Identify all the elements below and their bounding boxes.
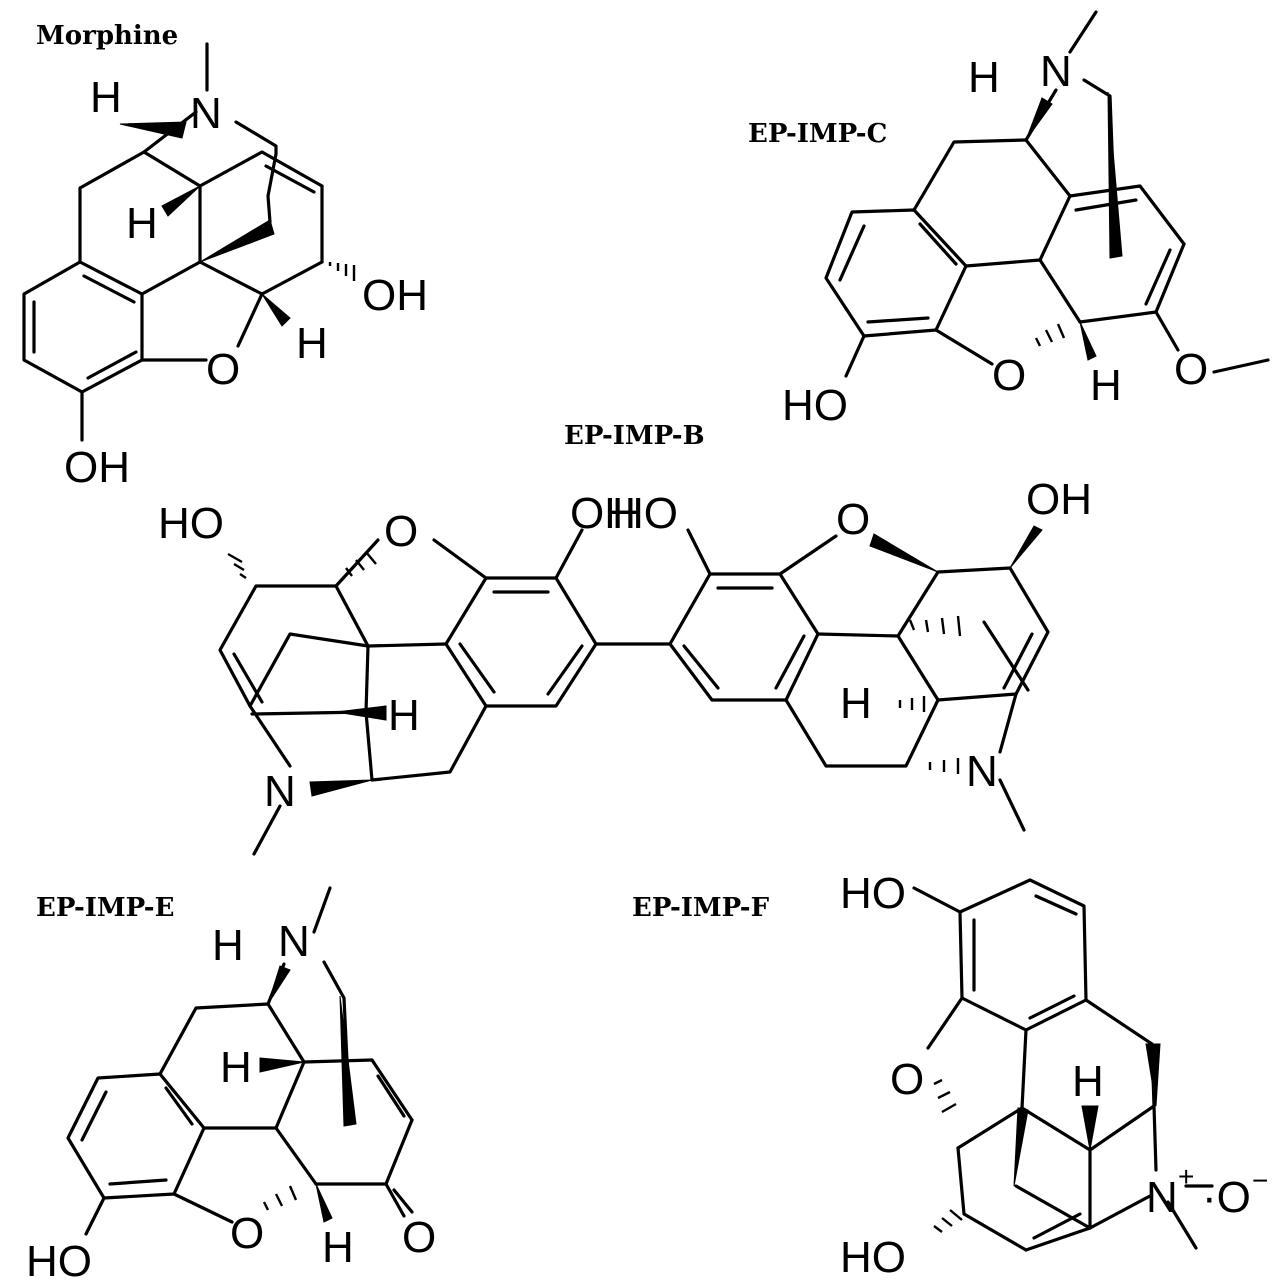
hashed-bond (262, 1185, 298, 1211)
wedge-bond (869, 533, 939, 573)
wedge-bond (1009, 525, 1043, 569)
atom-ho: HO (840, 1233, 906, 1280)
atom-h: H (388, 691, 420, 740)
molecule-title: EP-IMP-F (632, 893, 770, 923)
atom-o-minus: ·O (1202, 1173, 1251, 1222)
hashed-bond (227, 551, 962, 774)
wedge-bond (309, 779, 373, 797)
atom-h: H (1072, 1057, 1104, 1106)
atom-n: N (1040, 47, 1072, 96)
plus-charge: + (1178, 1161, 1194, 1192)
wedge-bond (199, 219, 275, 263)
atom-n: N (190, 89, 222, 138)
atom-o: O (402, 1213, 436, 1262)
hashed-bond (1034, 323, 1066, 347)
atom-n-plus: N (1146, 1173, 1178, 1222)
wedge-bond (259, 1057, 305, 1073)
wedge-bond (335, 705, 387, 721)
atom-ho: HO (158, 499, 224, 548)
molecule-title: EP-IMP-C (748, 119, 887, 149)
atom-h: H (90, 73, 122, 122)
atom-h: H (296, 319, 328, 368)
wedge-bond (339, 995, 357, 1127)
molecule-ep-imp-c: EP-IMP-C (748, 10, 1270, 430)
atom-o: O (992, 351, 1026, 400)
molecule-title: Morphine (36, 21, 178, 51)
wedge-bond (1025, 97, 1053, 141)
atom-ho: HO (840, 869, 906, 918)
wedge-bond (1013, 1107, 1029, 1187)
wedge-bond (161, 185, 201, 217)
atom-h: H (212, 921, 244, 970)
molecule-ep-imp-e: EP-IMP-E (26, 886, 436, 1280)
wedge-bond (1145, 1043, 1161, 1107)
wedge-bond (315, 1183, 333, 1223)
atom-n: N (966, 747, 998, 796)
atom-h: H (126, 199, 158, 248)
bond-skeleton (912, 878, 1214, 1252)
wedge-bond (261, 293, 291, 327)
atom-o: O (1174, 345, 1208, 394)
bond-skeleton (22, 42, 324, 442)
atom-ho: HO (612, 489, 678, 538)
wedge-bond (1081, 1105, 1099, 1151)
molecule-title: EP-IMP-E (36, 893, 174, 923)
atom-h: H (220, 1043, 252, 1092)
atom-n: N (264, 767, 296, 816)
hashed-bond (328, 262, 356, 281)
wedge-bond (267, 965, 291, 1005)
atom-oh: OH (1026, 475, 1092, 524)
wedge-bond (1107, 91, 1123, 259)
atom-ho: HO (26, 1237, 92, 1280)
molecule-ep-imp-b: EP-IMP-B (158, 421, 1092, 856)
atom-oh: OH (362, 271, 428, 320)
atom-o: O (836, 495, 870, 544)
molecule-ep-imp-f: EP-IMP-F (632, 869, 1268, 1280)
atom-o: O (206, 345, 240, 394)
atom-n: N (278, 917, 310, 966)
wedge-bond (119, 121, 187, 139)
atom-oh: OH (570, 489, 636, 538)
atom-ho: HO (782, 381, 848, 430)
bond-skeleton (218, 528, 1050, 856)
atom-o: O (890, 1055, 924, 1104)
hashed-bond (933, 1078, 963, 1233)
atom-h: H (968, 53, 1000, 102)
molecule-title: EP-IMP-B (564, 421, 705, 451)
molecule-morphine: Morphine (22, 21, 428, 492)
atom-h: H (322, 1223, 354, 1272)
atom-h: H (840, 679, 872, 728)
atom-o: O (384, 507, 418, 556)
atom-h: H (1090, 361, 1122, 410)
minus-charge: − (1252, 1165, 1268, 1196)
wedge-bond (1079, 321, 1097, 361)
atom-o: O (230, 1209, 264, 1258)
atom-oh: OH (64, 443, 130, 492)
